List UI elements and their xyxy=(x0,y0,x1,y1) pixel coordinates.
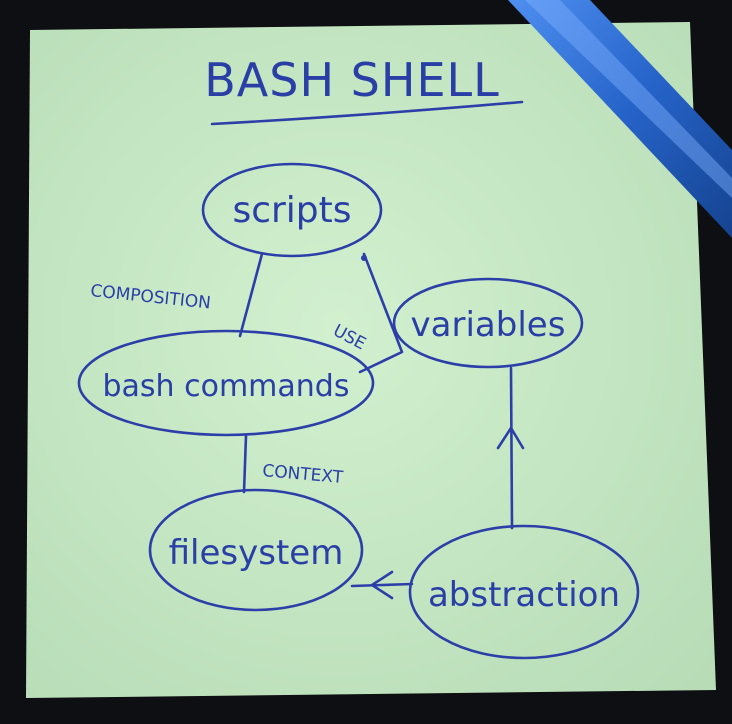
use-arrow-tip xyxy=(361,255,367,261)
arrow-up-icon xyxy=(496,426,525,450)
node-filesystem-label: filesystem xyxy=(169,533,344,573)
node-abstraction: abstraction xyxy=(408,524,640,660)
pen xyxy=(508,0,732,238)
edge-abstraction-filesystem xyxy=(350,582,414,588)
edge-use xyxy=(358,252,404,374)
arrow-left-icon xyxy=(370,570,394,600)
node-filesystem: filesystem xyxy=(148,488,364,612)
node-variables: variables xyxy=(392,277,584,369)
sticky-note xyxy=(26,22,716,698)
diagram-title: BASH SHELL xyxy=(204,53,500,107)
node-bash-commands: bash commands xyxy=(77,329,375,437)
edge-composition xyxy=(238,252,264,338)
title-underline xyxy=(210,100,524,126)
node-variables-label: variables xyxy=(411,305,566,345)
node-scripts: scripts xyxy=(201,162,383,258)
edge-context xyxy=(242,434,248,494)
edge-abstraction-variables xyxy=(509,366,514,530)
node-bash-commands-label: bash commands xyxy=(103,369,350,404)
node-scripts-label: scripts xyxy=(232,190,351,231)
node-abstraction-label: abstraction xyxy=(428,575,620,615)
